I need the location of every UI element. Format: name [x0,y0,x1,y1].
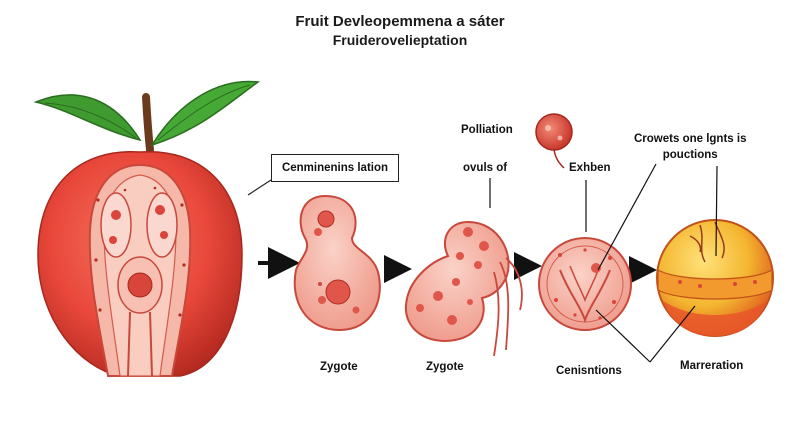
label-exhben: Exhben [569,162,611,174]
cenmineninslation-box: Cenminenins lation [271,154,399,182]
label-ovuls-of: ovuls of [463,162,508,174]
leaf-right [150,80,261,147]
leaf-left [33,94,142,142]
stage-arrows [258,247,657,284]
label-marreration: Marreration [680,360,744,372]
zygote-cell-1 [293,194,381,332]
label-cenisntions: Cenisntions [556,365,622,377]
label-zygote-1: Zygote [320,361,358,373]
stem [142,93,154,154]
fruit-cross-section [33,80,261,377]
label-zygote-2: Zygote [426,361,464,373]
mature-fruit [656,219,774,337]
diagram-subtitle: Fruiderovelieptation [332,32,468,48]
label-polliation: Polliation [461,124,513,136]
locule-right [146,192,178,258]
pollen-grain [535,113,573,169]
locule-left [100,192,132,258]
embryo-cell [538,237,632,331]
diagram-title: Fruit Devleopemmena a sáter [295,13,505,30]
zygote-cell-2 [404,220,523,357]
label-crowets: Crowets one lgnts is pouctions [634,133,747,161]
